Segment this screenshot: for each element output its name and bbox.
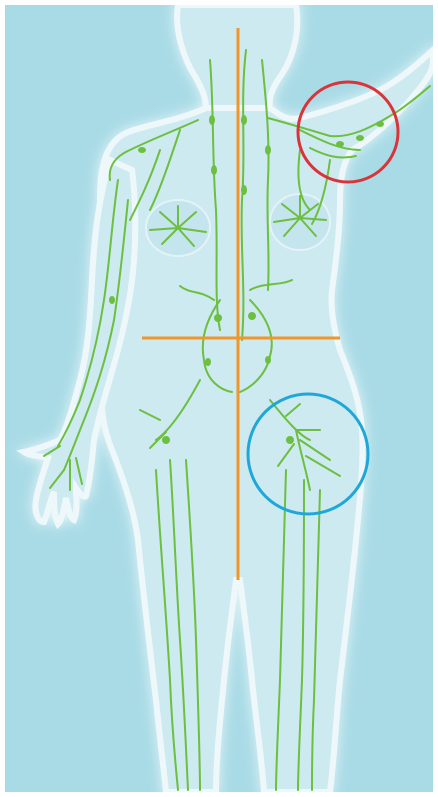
lymph-node: [286, 436, 294, 444]
lymph-node: [376, 121, 384, 127]
lymph-node: [205, 358, 211, 366]
lymph-node: [162, 436, 170, 444]
lymph-node: [241, 115, 247, 125]
lymph-node: [265, 145, 271, 155]
lymph-node: [356, 135, 364, 141]
lymph-node: [109, 296, 115, 304]
lymph-node: [248, 312, 256, 320]
lymph-node: [211, 165, 217, 175]
lymph-node: [241, 185, 247, 195]
lymph-node: [214, 314, 222, 322]
lymph-node: [265, 356, 271, 364]
lymph-node: [138, 147, 146, 153]
lymphatic-diagram-canvas: [5, 5, 433, 792]
lymph-node: [336, 141, 344, 147]
lymph-node: [209, 115, 215, 125]
